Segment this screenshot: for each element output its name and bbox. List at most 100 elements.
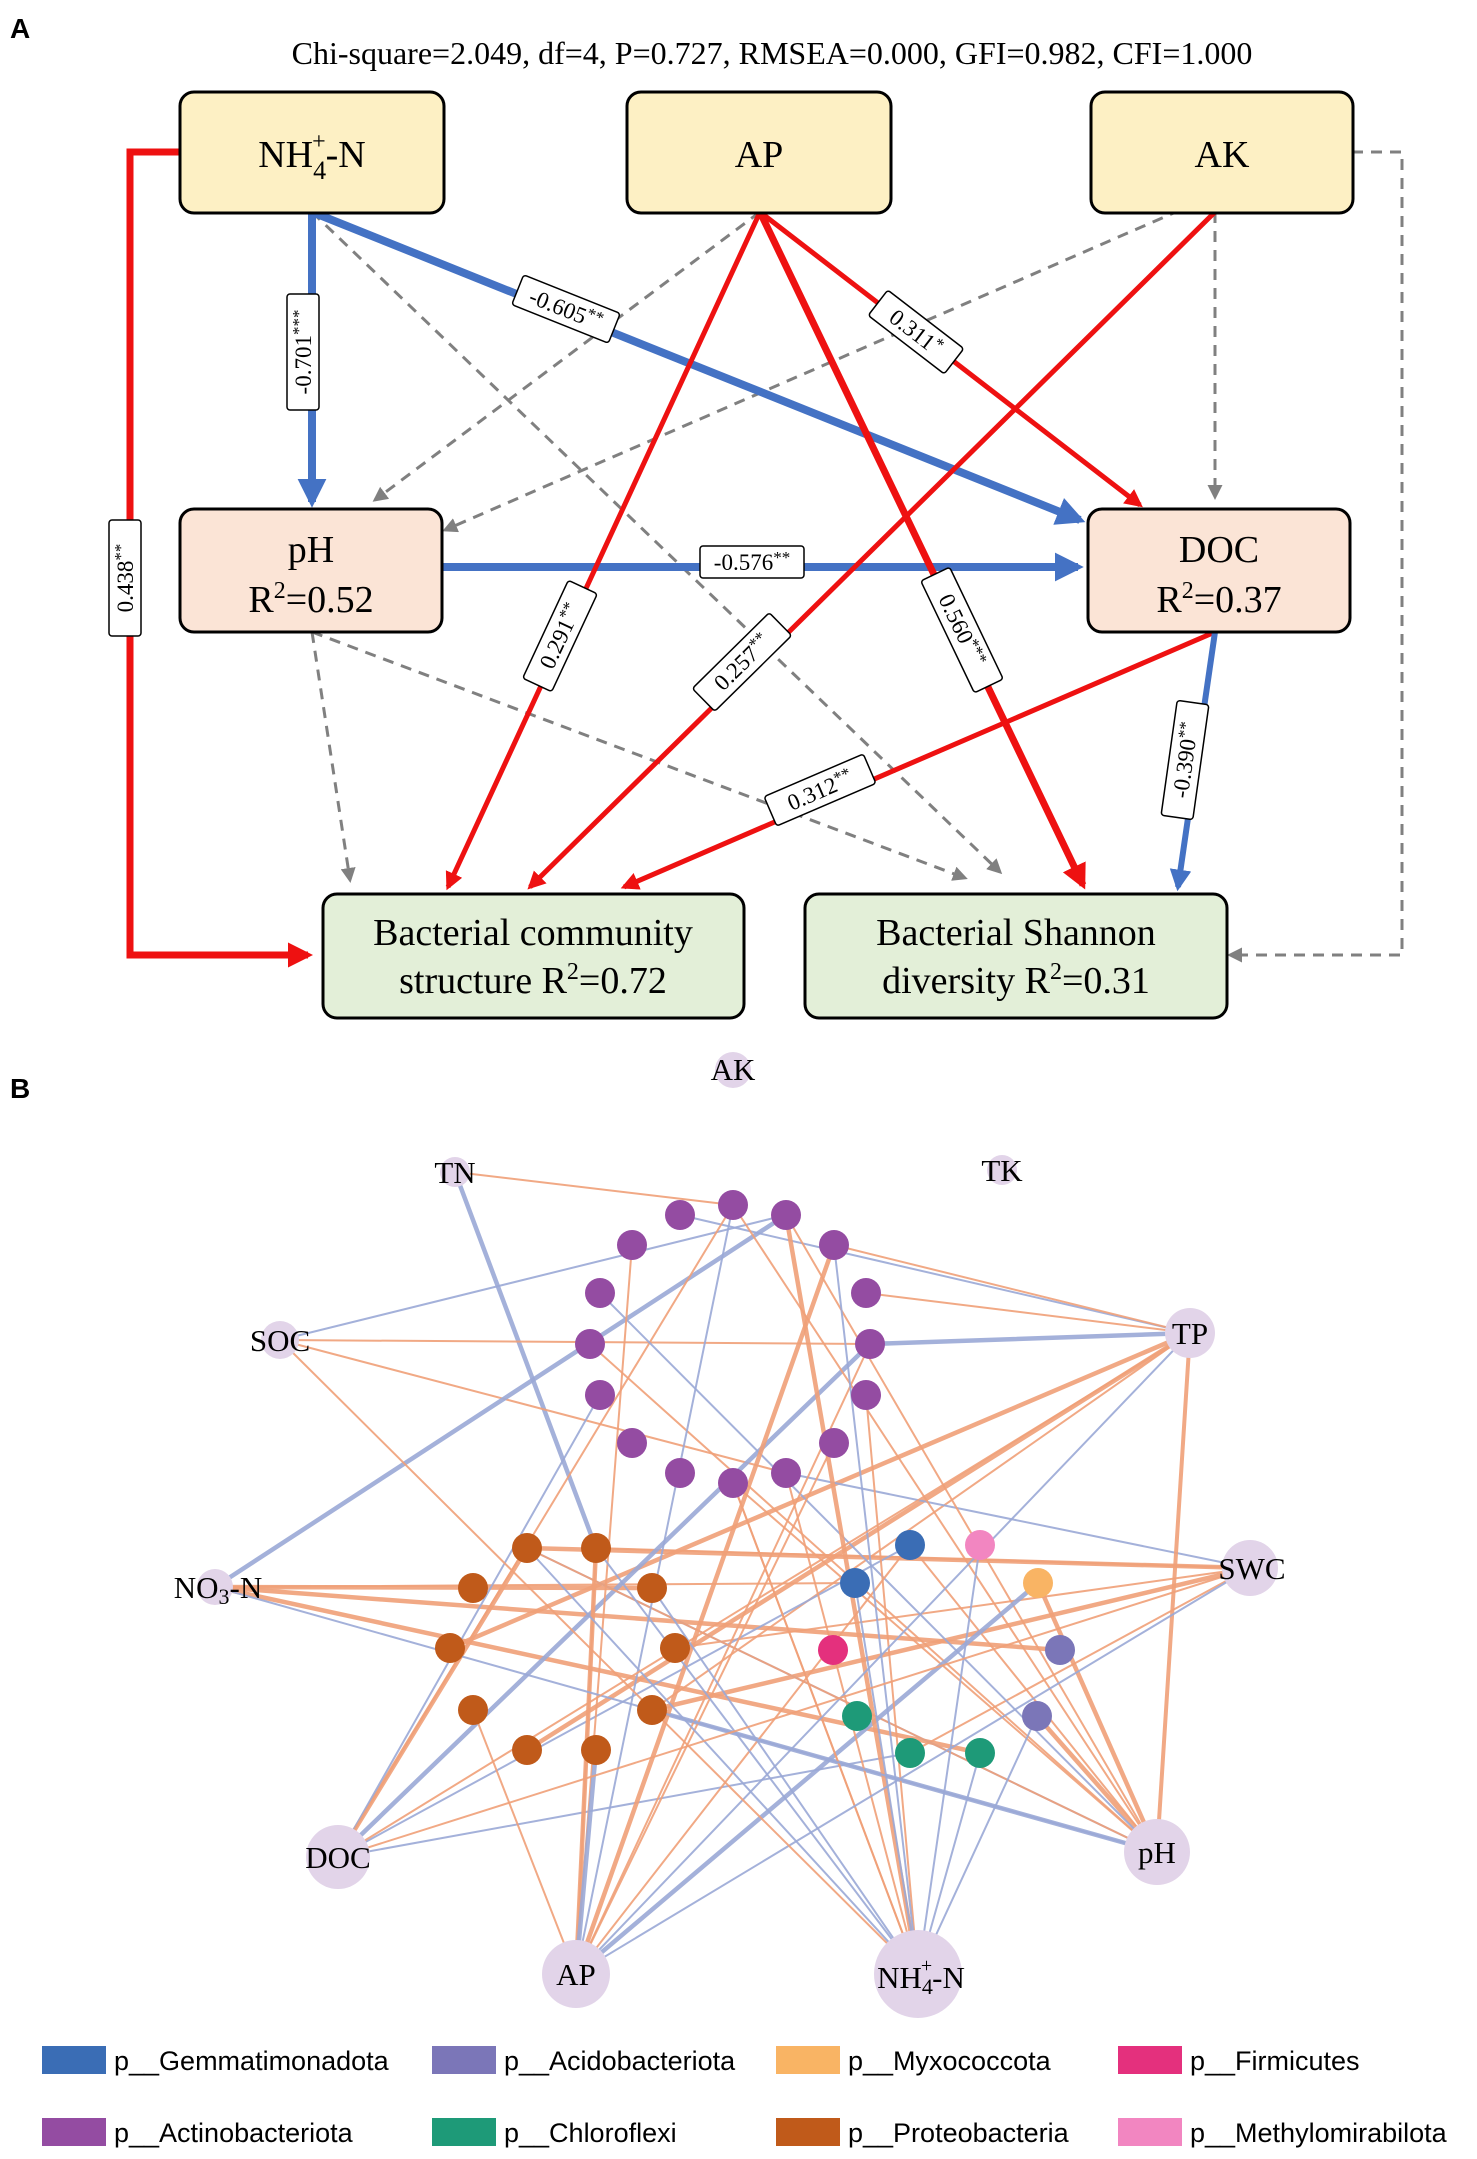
- coef-label-ak-bcs: 0.257**: [692, 613, 792, 711]
- network-edge: [337, 1204, 734, 1858]
- svg-text:AP: AP: [735, 134, 784, 176]
- otu-actinobacteriota-4: [617, 1230, 647, 1260]
- network-edge: [865, 1292, 1191, 1334]
- otu-actinobacteriota-10: [585, 1380, 615, 1410]
- network-edge: [833, 1244, 919, 1975]
- otu-actinobacteriota-13: [819, 1428, 849, 1458]
- path-ap-bsd: [756, 210, 1087, 890]
- coef-label-ap-doc: 0.311*: [868, 290, 964, 374]
- otu-proteobacteria-2: [581, 1533, 611, 1563]
- node-bacterial-community-structure: Bacterial community structure R2=0.72: [321, 892, 746, 1020]
- svg-text:Bacterial Shannon: Bacterial Shannon: [876, 912, 1156, 954]
- env-label-swc: SWC: [1218, 1551, 1285, 1586]
- network-edge: [452, 1169, 599, 1551]
- network-edge: [526, 1547, 919, 1975]
- environment-factor-labels: AK TN TK SOC TP NO3-N SWC DOC pH AP NH4+…: [174, 1052, 1286, 1999]
- otu-methylomirabilota-3: [965, 1530, 995, 1560]
- coef-label-nh4-bcs: 0.438**: [108, 519, 142, 637]
- panel-a: A Chi-square=2.049, df=4, P=0.727, RMSEA…: [10, 13, 1404, 1020]
- network-edge: [595, 1547, 1251, 1569]
- env-label-ak: AK: [711, 1052, 756, 1087]
- panel-a-letter: A: [10, 13, 30, 44]
- network-edge: [337, 1567, 1251, 1858]
- legend-item-methylomirabilota: p__Methylomirabilota: [1118, 2118, 1448, 2148]
- otu-proteobacteria-6: [660, 1633, 690, 1663]
- otu-chloroflexi-8: [842, 1701, 872, 1731]
- env-node-soc: [261, 1321, 299, 1359]
- svg-text:p__Myxococcota: p__Myxococcota: [848, 2046, 1052, 2076]
- legend-item-firmicutes: p__Firmicutes: [1118, 2046, 1360, 2076]
- otu-actinobacteriota-12: [617, 1428, 647, 1458]
- coef-label-doc-bcs: 0.312**: [764, 754, 876, 826]
- path-ph-bsd: [311, 630, 968, 881]
- env-node-tp: [1165, 1308, 1215, 1358]
- network-edge: [214, 1582, 856, 1588]
- network-edge: [337, 1394, 601, 1858]
- otu-actinobacteriota-11: [851, 1380, 881, 1410]
- network-edge: [573, 1580, 1041, 1977]
- otu-actinobacteriota-2: [665, 1200, 695, 1230]
- env-node-ak: [715, 1052, 751, 1088]
- environment-factor-nodes: [197, 1052, 1278, 2018]
- legend-item-actinobacteriota: p__Actinobacteriota: [42, 2118, 354, 2148]
- path-ak-bcs: [527, 210, 1217, 890]
- svg-text:0.438**: 0.438**: [111, 544, 138, 613]
- coef-label-nh4-doc: -0.605**: [511, 274, 621, 344]
- otu-proteobacteria-3: [458, 1573, 488, 1603]
- network-edge: [575, 1332, 1191, 1975]
- network-edge: [575, 1567, 1251, 1975]
- otu-proteobacteria-7: [458, 1695, 488, 1725]
- svg-text:Bacterial community: Bacterial community: [373, 912, 693, 954]
- node-bacterial-shannon-diversity: Bacterial Shannon diversity R2=0.31: [803, 892, 1229, 1020]
- network-edge: [575, 1442, 835, 1975]
- network-edge: [917, 1544, 981, 1975]
- env-node-ph: [1124, 1819, 1190, 1885]
- legend-item-gemmatimonadota: p__Gemmatimonadota: [42, 2046, 390, 2076]
- otu-chloroflexi-9: [895, 1738, 925, 1768]
- otu-acidobacteriota-6: [1045, 1635, 1075, 1665]
- network-edge: [651, 1332, 1191, 1711]
- svg-text:R2=0.37: R2=0.37: [1156, 578, 1281, 621]
- coef-label-doc-bsd: -0.390**: [1160, 699, 1210, 821]
- svg-text:diversity R2=0.31: diversity R2=0.31: [882, 959, 1150, 1002]
- legend-item-acidobacteriota: p__Acidobacteriota: [432, 2046, 736, 2076]
- otu-proteobacteria-8: [637, 1695, 667, 1725]
- node-doc: DOC R2=0.37: [1086, 507, 1352, 634]
- network-edges: [212, 1169, 1253, 1977]
- otu-actinobacteriota-15: [771, 1458, 801, 1488]
- svg-text:DOC: DOC: [1179, 529, 1259, 571]
- otu-firmicutes-5: [818, 1635, 848, 1665]
- otu-actinobacteriota-8: [575, 1329, 605, 1359]
- otu-actinobacteriota-9: [855, 1329, 885, 1359]
- otu-proteobacteria-9: [512, 1735, 542, 1765]
- otu-actinobacteriota-14: [665, 1458, 695, 1488]
- svg-text:p__Acidobacteriota: p__Acidobacteriota: [504, 2046, 736, 2076]
- env-node-swc: [1222, 1540, 1278, 1596]
- network-edge: [909, 1567, 1251, 1754]
- network-edge: [785, 1472, 1251, 1569]
- network-edge: [917, 1715, 1038, 1975]
- network-edge: [573, 1747, 599, 1977]
- svg-text:p__Actinobacteriota: p__Actinobacteriota: [114, 2118, 354, 2148]
- otu-chloroflexi-10: [965, 1738, 995, 1768]
- env-label-tk: TK: [981, 1153, 1023, 1188]
- svg-text:-0.701***: -0.701***: [289, 310, 316, 395]
- network-edge: [732, 1482, 1158, 1853]
- svg-text:p__Firmicutes: p__Firmicutes: [1190, 2046, 1360, 2076]
- network-edge: [279, 1339, 787, 1474]
- svg-text:R2=0.52: R2=0.52: [248, 578, 373, 621]
- network-edge: [679, 1214, 1191, 1334]
- network-edge: [472, 1709, 577, 1975]
- otu-gemmatimonadota-2: [840, 1568, 870, 1598]
- env-label-ap: AP: [556, 1957, 596, 1992]
- otu-gemmatimonadota-1: [895, 1530, 925, 1560]
- coef-label-ap-bcs: 0.291**: [522, 580, 598, 692]
- sem-nodes: NH4+-N AP AK pH R2=0.52 DOC R2=0.37: [178, 90, 1355, 1020]
- env-node-tn: [440, 1157, 470, 1187]
- network-edge: [589, 1343, 1158, 1853]
- otu-proteobacteria-10: [581, 1735, 611, 1765]
- svg-text:AK: AK: [1195, 134, 1250, 176]
- path-coefficient-labels: -0.701*** -0.605** 0.311* -0.576** 0.438…: [108, 274, 1210, 826]
- env-node-nh4n: [874, 1930, 962, 2018]
- svg-text:pH: pH: [288, 529, 334, 571]
